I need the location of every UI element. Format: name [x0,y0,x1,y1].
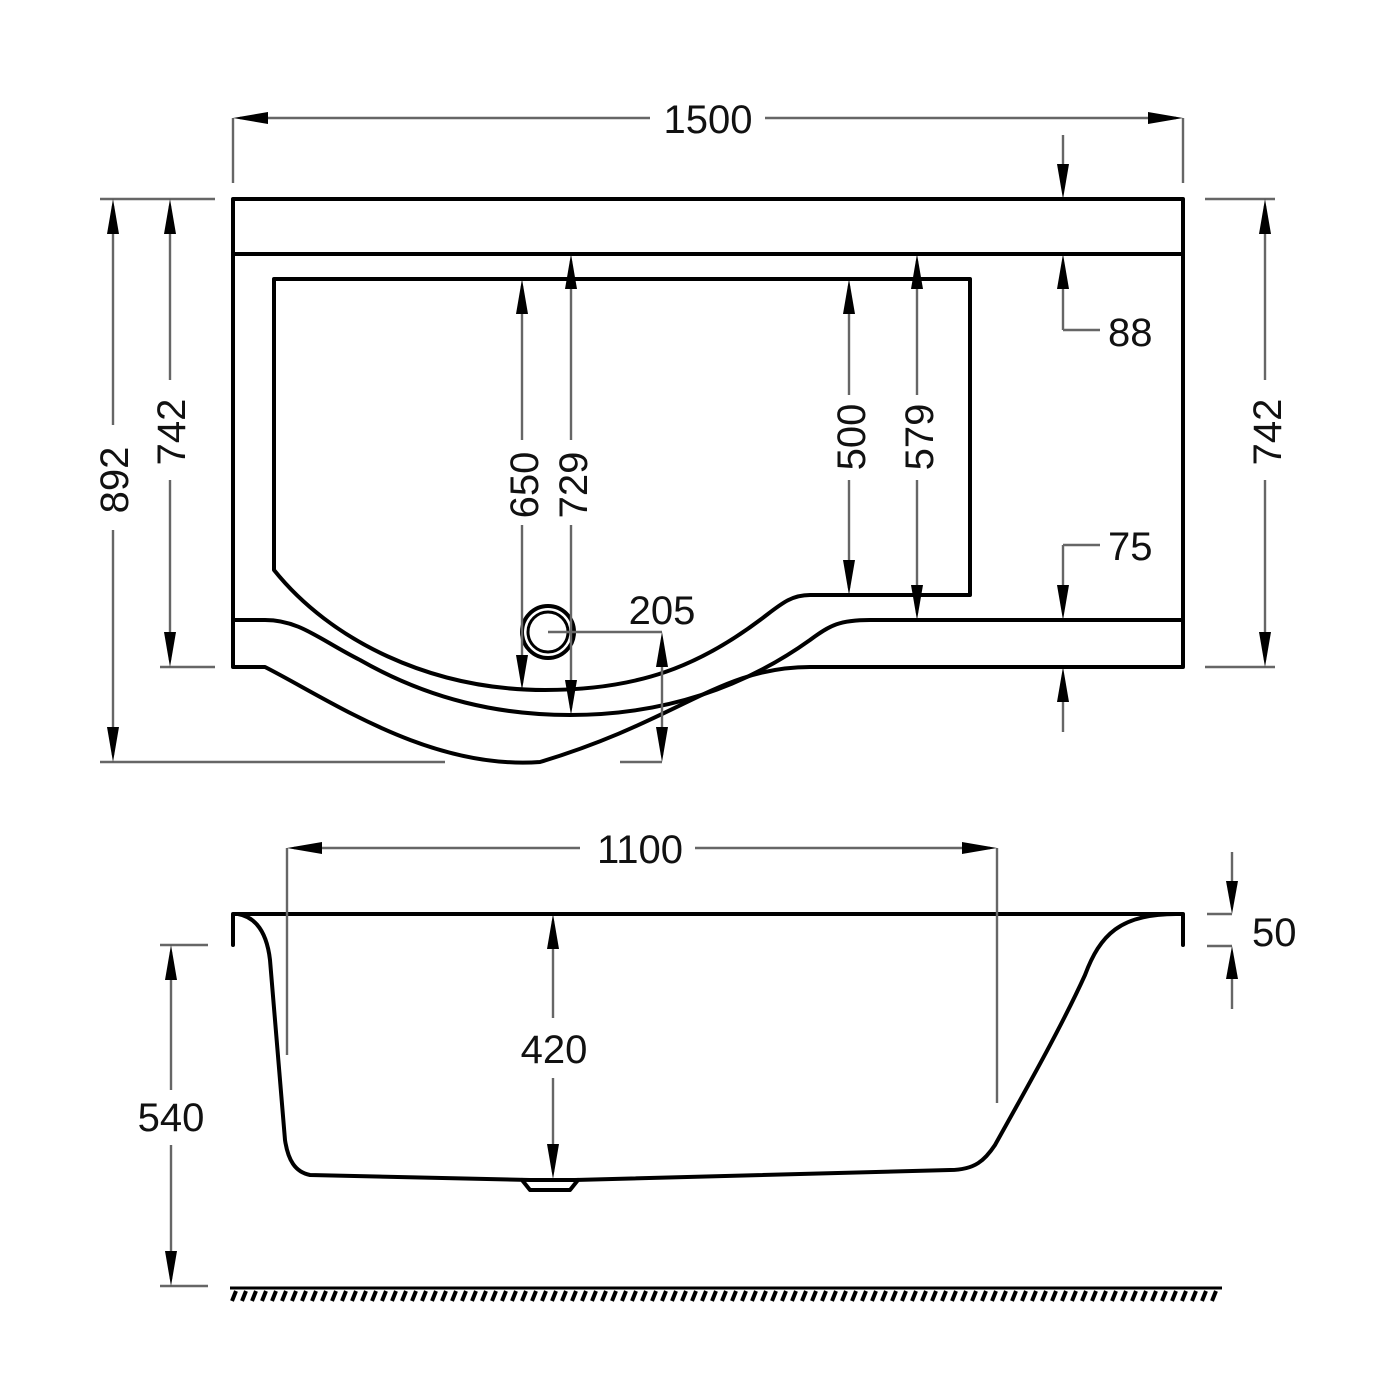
dim-label-420: 420 [521,1028,588,1072]
dim-rim-thickness: 50 [1207,852,1297,1009]
dim-label-742-left: 742 [150,399,194,466]
dim-inner-depth-straight: 500 [830,279,874,595]
dim-outer-depth-straight: 579 [898,254,942,620]
dim-label-579: 579 [898,404,942,471]
dim-label-88: 88 [1108,311,1153,355]
side-drain-outlet [520,1178,580,1192]
inner-basin-outline [272,277,972,692]
dim-inner-length: 1100 [285,828,999,1103]
dim-drain-offset: 205 [548,589,696,764]
dim-label-650: 650 [503,452,547,519]
dim-width-left: 742 [150,199,215,669]
dim-label-1100: 1100 [597,828,683,872]
plan-view: 1500 892 742 74 [93,98,1290,765]
dim-inner-depth: 420 [521,914,588,1179]
front-rim-line [231,618,1185,717]
dim-inner-depth-drain: 650 [503,279,547,690]
dim-overall-width: 892 [93,197,445,764]
dim-label-742-right: 742 [1246,399,1290,466]
dim-rim-front: 75 [1057,525,1153,732]
dim-rim-back: 88 [1057,135,1153,355]
dim-outer-depth-drain: 729 [552,254,596,715]
side-view: 1100 420 50 540 [138,828,1297,1302]
plan-outer-outline [231,197,1185,765]
dim-overall-length: 1500 [231,98,1185,183]
dim-width-right: 742 [1205,197,1290,669]
dim-label-540: 540 [138,1096,205,1140]
dim-label-500: 500 [830,404,874,471]
dim-overall-height: 540 [138,943,208,1288]
dim-label-205: 205 [629,589,696,633]
dim-label-1500: 1500 [664,98,753,142]
dim-label-892: 892 [93,447,137,514]
hatched-floor-icon [230,1286,1222,1302]
dim-label-729: 729 [552,452,596,519]
dim-label-75: 75 [1108,525,1153,569]
side-profile-outline [231,912,1185,1182]
dim-label-50: 50 [1252,911,1297,955]
